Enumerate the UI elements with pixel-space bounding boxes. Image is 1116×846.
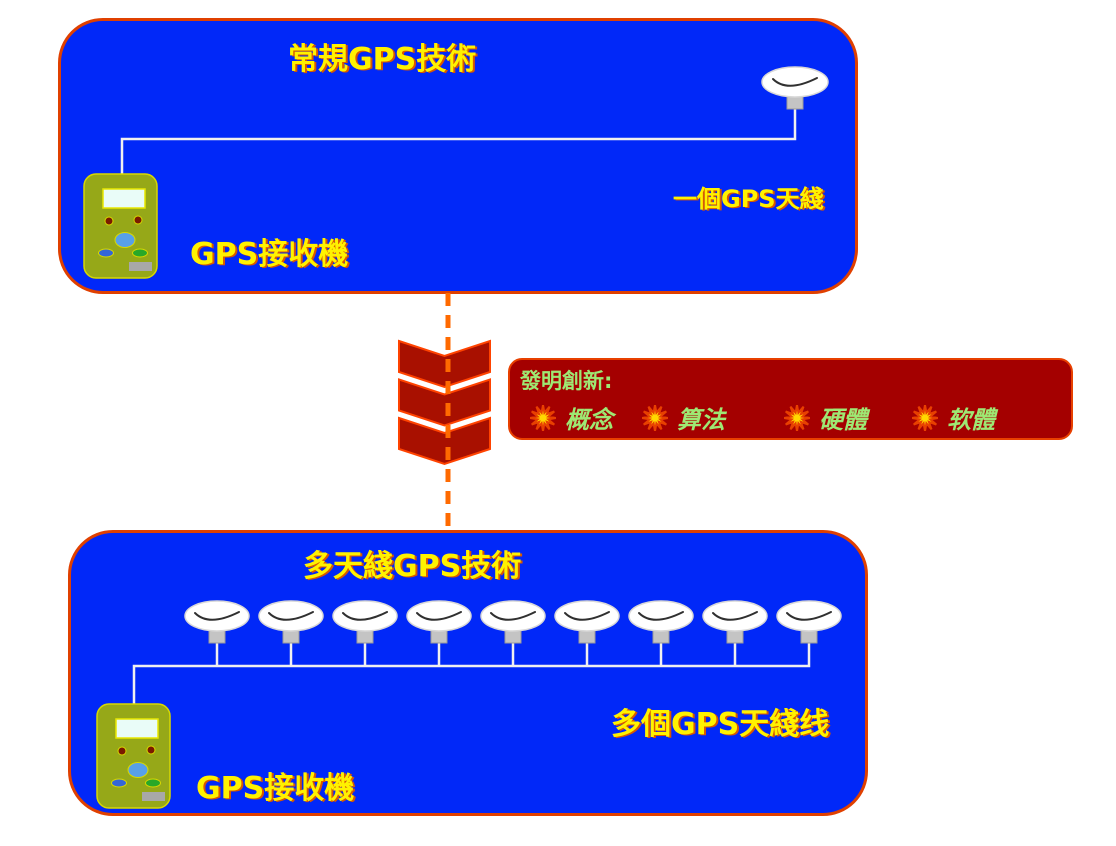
conventional-gps-panel: 常規GPS技術 GPS接收機 一個GPS天綫 (58, 18, 858, 294)
gps-receiver-icon (83, 173, 158, 279)
gps-antenna-array (184, 600, 842, 644)
starburst-icon (530, 404, 556, 431)
innovation-item-algorithm: 算法 (642, 400, 725, 435)
innovation-item-label: 概念 (565, 406, 613, 434)
starburst-icon (912, 404, 938, 431)
gps-antenna-icon (184, 600, 250, 644)
top-antenna-label: 一個GPS天綫 (673, 185, 824, 213)
gps-antenna-icon (480, 600, 546, 644)
transition-connector (398, 293, 491, 537)
bottom-panel-title: 多天綫GPS技術 (303, 549, 522, 584)
innovation-item-hardware: 硬體 (784, 400, 867, 435)
innovation-item-label: 硬體 (819, 406, 867, 434)
innovation-item-software: 软體 (912, 400, 995, 435)
antenna-wire (120, 108, 797, 175)
top-panel-title: 常規GPS技術 (288, 42, 477, 77)
top-receiver-label: GPS接收機 (190, 237, 349, 272)
antenna-bus-wire (132, 643, 811, 705)
gps-receiver-icon (96, 703, 171, 809)
innovation-title: 發明創新: (520, 369, 613, 393)
gps-antenna-icon (332, 600, 398, 644)
starburst-icon (642, 404, 668, 431)
starburst-icon (784, 404, 810, 431)
gps-antenna-icon (628, 600, 694, 644)
gps-antenna-icon (776, 600, 842, 644)
innovation-panel: 發明創新: 概念 算法 硬體 软體 (508, 358, 1073, 440)
gps-antenna-icon (554, 600, 620, 644)
chevron-arrows-icon (398, 339, 491, 466)
innovation-item-concept: 概念 (530, 400, 613, 435)
bottom-receiver-label: GPS接收機 (196, 771, 355, 806)
innovation-item-label: 算法 (677, 406, 725, 434)
bottom-antenna-label: 多個GPS天綫线 (611, 707, 830, 742)
top-panel-graphics (83, 66, 829, 279)
multi-antenna-gps-panel: 多天綫GPS技術 GPS接收機 多個GPS天綫线 (68, 530, 868, 816)
gps-antenna-icon (702, 600, 768, 644)
bottom-panel-graphics (96, 600, 842, 809)
innovation-item-label: 软體 (947, 406, 995, 434)
gps-antenna-icon (258, 600, 324, 644)
gps-antenna-icon (761, 66, 829, 110)
gps-antenna-icon (406, 600, 472, 644)
